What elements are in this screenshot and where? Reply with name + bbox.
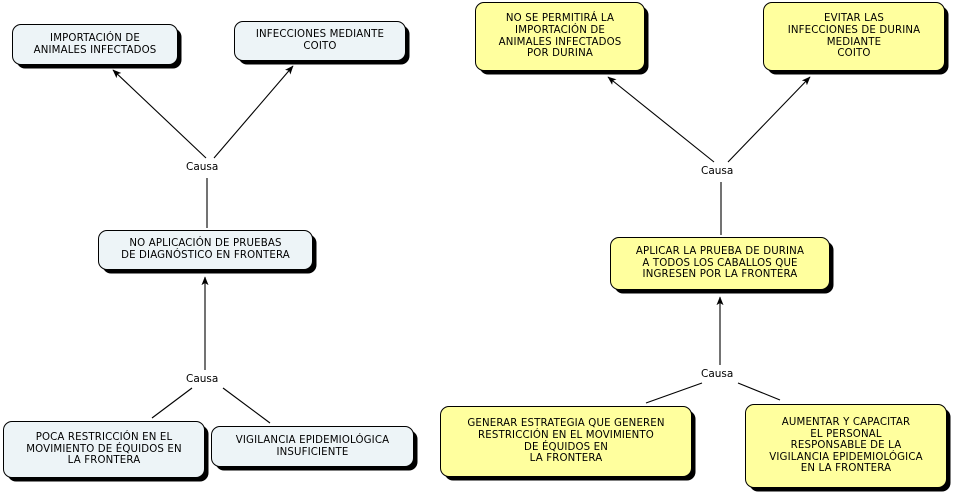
node-label: EVITAR LAS INFECCIONES DE DURINA MEDIANT… bbox=[787, 13, 921, 60]
node-s-aumentar[interactable]: AUMENTAR Y CAPACITAR EL PERSONAL RESPONS… bbox=[745, 404, 947, 488]
edge-label-causa[interactable]: Causa bbox=[700, 368, 735, 380]
edge-connector bbox=[737, 382, 781, 401]
node-label: VIGILANCIA EPIDEMIOLÓGICA INSUFICIENTE bbox=[235, 434, 390, 458]
node-label: APLICAR LA PRUEBA DE DURINA A TODOS LOS … bbox=[635, 246, 805, 281]
node-s-aplicar[interactable]: APLICAR LA PRUEBA DE DURINA A TODOS LOS … bbox=[610, 237, 830, 290]
edge-connector bbox=[222, 387, 271, 424]
edge-connector bbox=[727, 76, 811, 163]
node-s-generar[interactable]: GENERAR ESTRATEGIA QUE GENEREN RESTRICCI… bbox=[440, 406, 692, 477]
edge-connector bbox=[151, 387, 193, 419]
node-p-vigilancia[interactable]: VIGILANCIA EPIDEMIOLÓGICA INSUFICIENTE bbox=[211, 426, 414, 467]
node-label: INFECCIONES MEDIANTE COITO bbox=[255, 29, 385, 52]
node-p-importacion[interactable]: IMPORTACIÓN DE ANIMALES INFECTADOS bbox=[12, 24, 178, 65]
node-p-infecciones[interactable]: INFECCIONES MEDIANTE COITO bbox=[234, 21, 406, 61]
node-p-poca-restriccion[interactable]: POCA RESTRICCIÓN EN EL MOVIMIENTO DE ÉQU… bbox=[3, 421, 205, 478]
edge-connector bbox=[607, 76, 715, 163]
edge-connector bbox=[112, 69, 207, 159]
edge-connector bbox=[645, 382, 703, 404]
node-label: NO SE PERMITIRÁ LA IMPORTACIÓN DE ANIMAL… bbox=[498, 13, 622, 60]
node-label: NO APLICACIÓN DE PRUEBAS DE DIAGNÓSTICO … bbox=[121, 238, 290, 261]
node-label: AUMENTAR Y CAPACITAR EL PERSONAL RESPONS… bbox=[769, 416, 923, 475]
edge-label-causa[interactable]: Causa bbox=[185, 373, 220, 385]
edge-label-causa[interactable]: Causa bbox=[185, 161, 220, 173]
edge-label-causa[interactable]: Causa bbox=[700, 165, 735, 177]
node-label: IMPORTACIÓN DE ANIMALES INFECTADOS bbox=[33, 32, 157, 56]
node-label: GENERAR ESTRATEGIA QUE GENEREN RESTRICCI… bbox=[467, 418, 665, 465]
edge-connector bbox=[213, 65, 294, 159]
node-label: POCA RESTRICCIÓN EN EL MOVIMIENTO DE ÉQU… bbox=[26, 432, 182, 467]
node-p-no-aplicacion[interactable]: NO APLICACIÓN DE PRUEBAS DE DIAGNÓSTICO … bbox=[98, 230, 313, 270]
node-s-no-permitira[interactable]: NO SE PERMITIRÁ LA IMPORTACIÓN DE ANIMAL… bbox=[475, 2, 645, 71]
node-s-evitar[interactable]: EVITAR LAS INFECCIONES DE DURINA MEDIANT… bbox=[763, 2, 945, 71]
